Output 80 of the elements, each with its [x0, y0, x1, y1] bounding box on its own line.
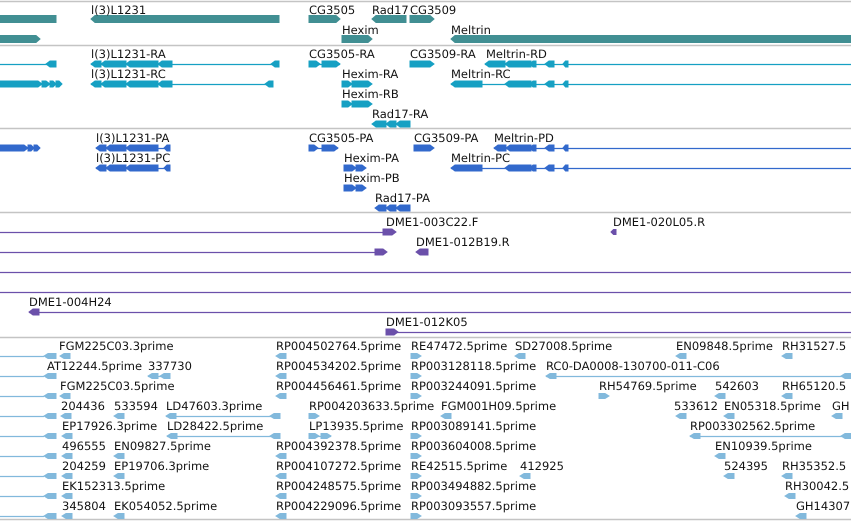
- feature-label: EN09827.5prime: [114, 439, 211, 453]
- feature-label: Rad17: [372, 3, 409, 17]
- feature-label: GH: [832, 399, 850, 413]
- feature-label: CG3509-PA: [414, 131, 478, 145]
- feature-label: l(3)L1231-RC: [91, 67, 166, 81]
- feature-label: l(3)L1231-PC: [96, 151, 170, 165]
- feature-label: 204436: [61, 399, 105, 413]
- feature-label: FGM225C03.3prime: [59, 339, 174, 353]
- feature-label: Hexim-RB: [342, 87, 399, 101]
- feature-label: EP19706.3prime: [114, 459, 210, 473]
- feature-label: Hexim-RA: [342, 67, 398, 81]
- feature-label: RP004229096.5prime: [276, 499, 402, 513]
- feature-label: RP003089141.5prime: [411, 419, 536, 433]
- feature-label: DME1-012B19.R: [416, 235, 510, 249]
- feature-label: Rad17-RA: [372, 107, 428, 121]
- feature-label: RH31527.5: [782, 339, 846, 353]
- feature-label: 412925: [520, 459, 564, 473]
- feature-label: RH35352.5: [782, 459, 846, 473]
- feature-label: RP003093557.5prime: [411, 499, 536, 513]
- feature-label: GH14307: [796, 499, 850, 513]
- feature-label: Hexim-PA: [344, 151, 399, 165]
- feature-label: Meltrin-RD: [486, 47, 547, 61]
- feature-label: RP003302562.5prime: [690, 419, 816, 433]
- feature-label: RH30042.5: [785, 479, 850, 493]
- feature-label: RP004203633.5prime: [309, 399, 434, 413]
- feature-label: Rad17-PA: [375, 191, 430, 205]
- feature-label: SD27008.5prime: [515, 339, 612, 353]
- feature-label: l(3)L1231-PA: [96, 131, 170, 145]
- feature-label: 533612: [674, 399, 718, 413]
- feature-label: RC0-DA0008-130700-011-C06: [546, 359, 720, 373]
- feature-label: AT12244.5prime: [47, 359, 142, 373]
- feature-label: Meltrin-RC: [451, 67, 511, 81]
- feature-label: Meltrin-PD: [494, 131, 554, 145]
- feature-label: Meltrin: [451, 23, 491, 37]
- feature-label: CG3509: [410, 3, 456, 17]
- feature-label: LD47603.3prime: [166, 399, 262, 413]
- feature-label: LP13935.5prime: [309, 419, 404, 433]
- feature-label: EN09848.5prime: [676, 339, 773, 353]
- feature-label: LD28422.5prime: [167, 419, 264, 433]
- feature-label: CG3505-PA: [309, 131, 374, 145]
- feature-label: RP003494882.5prime: [411, 479, 536, 493]
- feature-label: EN05318.5prime: [724, 399, 821, 413]
- feature-label: 496555: [62, 439, 106, 453]
- feature-label: 542603: [715, 379, 759, 393]
- feature-label: RE42515.5prime: [411, 459, 508, 473]
- feature-label: l(3)L1231: [91, 3, 146, 17]
- feature-label: CG3505: [309, 3, 356, 17]
- feature-label: RE47472.5prime: [411, 339, 508, 353]
- feature-label: RP004248575.5prime: [276, 479, 402, 493]
- feature-label: 204259: [62, 459, 106, 473]
- feature-label: Meltrin-PC: [451, 151, 510, 165]
- feature-label: 345804: [62, 499, 106, 513]
- feature-label: RP004456461.5prime: [276, 379, 402, 393]
- feature-label: l(3)L1231-RA: [91, 47, 166, 61]
- feature-label: EP17926.3prime: [62, 419, 158, 433]
- feature-label: RP004502764.5prime: [276, 339, 402, 353]
- feature-label: DME1-020L05.R: [613, 215, 706, 229]
- feature-label: DME1-003C22.F: [386, 215, 478, 229]
- feature-label: 533594: [114, 399, 158, 413]
- feature-label: FGM225C03.5prime: [60, 379, 175, 393]
- feature-label: 337730: [148, 359, 192, 373]
- feature-label: RP004534202.5prime: [276, 359, 402, 373]
- feature-label: EN10939.5prime: [715, 439, 812, 453]
- feature-label: RP004392378.5prime: [276, 439, 402, 453]
- feature-label: RP003128118.5prime: [411, 359, 536, 373]
- feature-label: CG3505-RA: [309, 47, 375, 61]
- feature-label: FGM001H09.5prime: [441, 399, 556, 413]
- feature-label: EK152313.5prime: [62, 479, 166, 493]
- feature-label: Hexim-PB: [344, 171, 400, 185]
- feature-label: RP003244091.5prime: [411, 379, 536, 393]
- feature-label: Hexim: [342, 23, 379, 37]
- feature-label: RH54769.5prime: [599, 379, 697, 393]
- feature-label: RP003604008.5prime: [411, 439, 536, 453]
- feature-label: DME1-004H24: [29, 295, 112, 309]
- feature-label: EK054052.5prime: [114, 499, 218, 513]
- feature-label: DME1-012K05: [386, 315, 468, 329]
- feature-label: 524395: [724, 459, 768, 473]
- feature-label: CG3509-RA: [410, 47, 476, 61]
- feature-label: RH65120.5: [782, 379, 846, 393]
- feature-label: RP004107272.5prime: [276, 459, 402, 473]
